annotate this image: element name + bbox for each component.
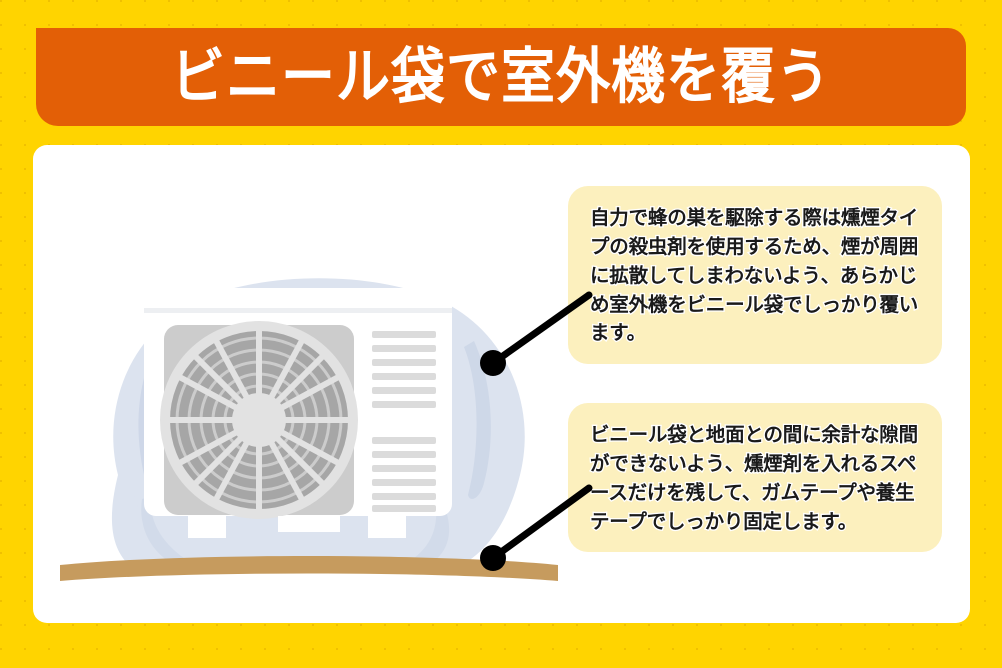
vent-slats-lower	[372, 437, 436, 512]
callout-text-1: 自力で蜂の巣を駆除する際は燻煙タイプの殺虫剤を使用するため、煙が周囲に拡散してし…	[589, 205, 920, 346]
ac-unit-top-divider	[144, 308, 452, 313]
ac-unit-feet	[188, 516, 406, 538]
ground-slab	[60, 556, 558, 581]
fan-outer-ring	[160, 321, 358, 519]
title-banner: ビニール袋で室外機を覆う	[36, 28, 966, 126]
vent-slats-upper	[372, 331, 436, 408]
bag-crease-right-1	[464, 341, 491, 499]
content-card: 自力で蜂の巣を駆除する際は燻煙タイプの殺虫剤を使用するため、煙が周囲に拡散してし…	[33, 145, 970, 623]
callout-box-1: 自力で蜂の巣を駆除する際は燻煙タイプの殺虫剤を使用するため、煙が周囲に拡散してし…	[568, 186, 942, 365]
callout-box-2: ビニール袋と地面との間に余計な隙間ができないよう、燻煙剤を入れるスペースだけを残…	[568, 403, 942, 553]
bag-crease-right-2	[400, 505, 450, 567]
air-conditioner-illustration	[38, 175, 578, 595]
page-title: ビニール袋で室外機を覆う	[171, 43, 831, 111]
fan-hub	[232, 393, 286, 447]
callout-text-2: ビニール袋と地面との間に余計な隙間ができないよう、燻煙剤を入れるスペースだけを残…	[589, 422, 920, 534]
plastic-bag-left-drape	[111, 473, 188, 569]
